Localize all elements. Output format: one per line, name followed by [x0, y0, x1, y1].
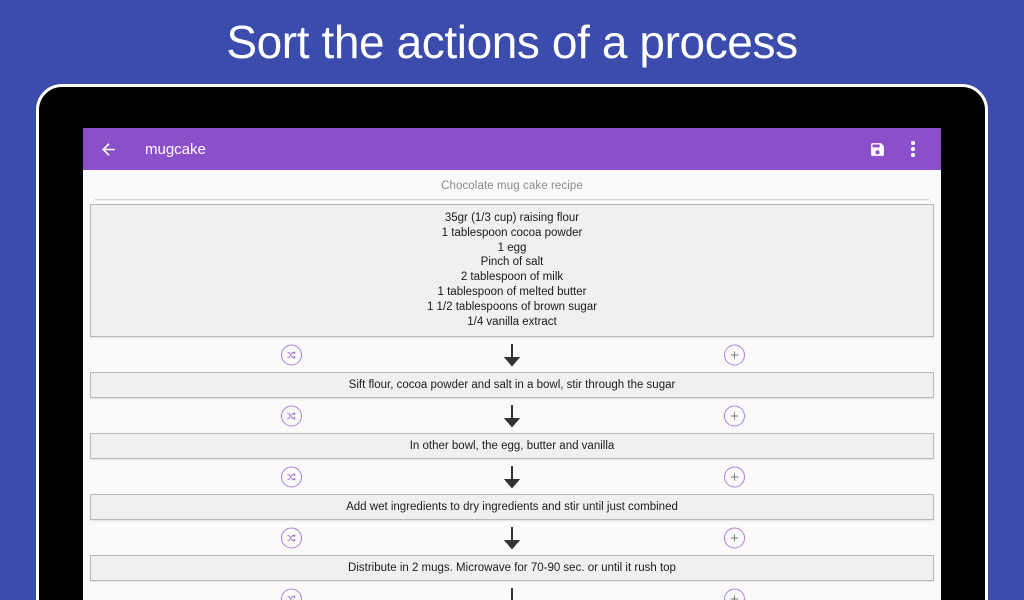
tablet-device-frame: mugcake Chocolate mug cake recipe 35gr (… — [36, 84, 988, 600]
ingredient-line: 2 tablespoon of milk — [460, 271, 564, 284]
title-divider — [95, 199, 929, 200]
ingredients-card[interactable]: 35gr (1/3 cup) raising flour 1 tablespoo… — [90, 204, 934, 338]
ingredient-line: Pinch of salt — [480, 256, 544, 269]
shuffle-icon[interactable] — [281, 405, 302, 427]
recipe-title: Chocolate mug cake recipe — [441, 180, 583, 192]
tablet-screen: mugcake Chocolate mug cake recipe 35gr (… — [83, 128, 941, 600]
arrow-down-icon — [501, 586, 523, 600]
plus-icon[interactable] — [724, 344, 745, 366]
arrow-down-icon — [501, 403, 523, 429]
connector-row — [89, 459, 935, 494]
ingredient-line: 1/4 vanilla extract — [467, 315, 557, 328]
plus-icon[interactable] — [724, 588, 745, 600]
step-card[interactable]: Distribute in 2 mugs. Microwave for 70-9… — [90, 555, 934, 582]
shuffle-icon[interactable] — [281, 466, 302, 488]
ingredient-line: 1 tablespoon of melted butter — [437, 285, 587, 298]
page-title: mugcake — [145, 140, 206, 158]
connector-row — [89, 520, 935, 555]
arrow-down-icon — [501, 464, 523, 490]
connector-row — [89, 337, 935, 372]
ingredient-line: 1 1/2 tablespoons of brown sugar — [426, 300, 598, 313]
overflow-menu-icon[interactable] — [899, 135, 927, 163]
shuffle-icon[interactable] — [281, 344, 302, 366]
ingredient-line: 1 egg — [497, 241, 527, 254]
plus-icon[interactable] — [724, 527, 745, 549]
connector-row — [89, 581, 935, 600]
arrow-down-icon — [501, 525, 523, 551]
overflow-dots — [911, 141, 915, 157]
connector-row — [89, 398, 935, 433]
step-card[interactable]: Sift flour, cocoa powder and salt in a b… — [90, 372, 934, 399]
shuffle-icon[interactable] — [281, 588, 302, 600]
shuffle-icon[interactable] — [281, 527, 302, 549]
ingredient-line: 35gr (1/3 cup) raising flour — [444, 212, 580, 224]
arrow-down-icon — [501, 342, 523, 368]
step-card[interactable]: In other bowl, the egg, butter and vanil… — [90, 433, 934, 460]
recipe-content: Chocolate mug cake recipe 35gr (1/3 cup)… — [83, 170, 941, 600]
plus-icon[interactable] — [724, 466, 745, 488]
plus-icon[interactable] — [724, 405, 745, 427]
save-floppy-icon[interactable] — [863, 135, 891, 163]
step-card[interactable]: Add wet ingredients to dry ingredients a… — [90, 494, 934, 521]
promo-headline: Sort the actions of a process — [226, 16, 798, 68]
ingredient-line: 1 tablespoon cocoa powder — [441, 226, 583, 239]
back-arrow-icon[interactable] — [95, 136, 121, 162]
app-toolbar: mugcake — [83, 128, 941, 170]
